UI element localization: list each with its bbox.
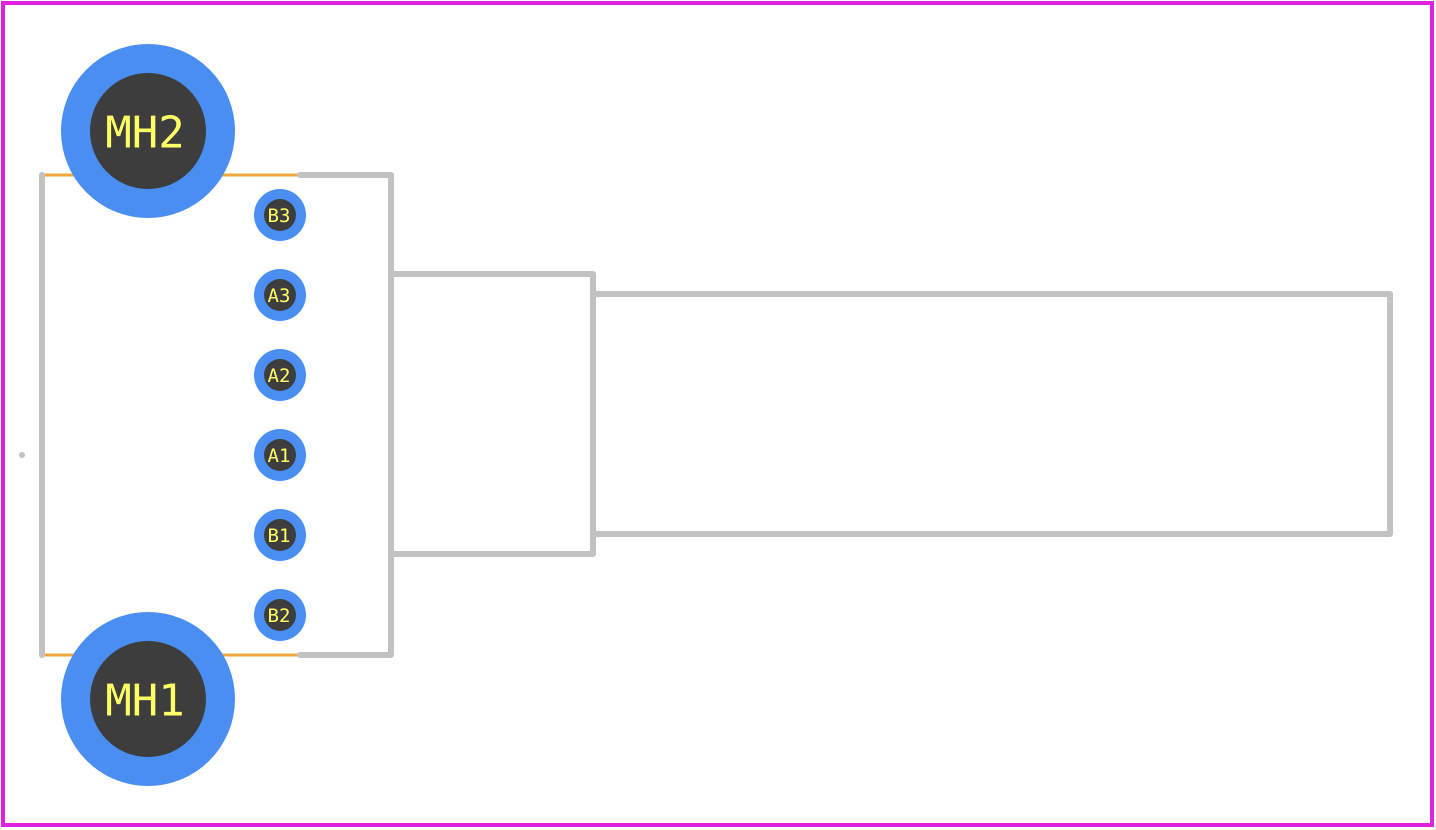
plug-neck-outline (388, 271, 596, 557)
pin-a1[interactable]: A1 (254, 429, 306, 481)
pin-drill (264, 439, 296, 471)
pin-label: B2 (268, 605, 291, 627)
pin-drill (264, 199, 296, 231)
mounting-hole-mh2[interactable]: MH2 (61, 44, 235, 218)
plug-cable-outline (590, 291, 1393, 537)
pin-b2[interactable]: B2 (254, 589, 306, 641)
origin-marker (19, 452, 25, 458)
mounting-hole-label: MH1 (105, 676, 184, 727)
pin-label: A2 (268, 365, 291, 387)
mounting-hole-mh1[interactable]: MH1 (61, 612, 235, 786)
mounting-hole-drill (90, 73, 206, 189)
pin-drill (264, 279, 296, 311)
pin-label: A3 (268, 285, 291, 307)
pin-label: A1 (268, 445, 291, 467)
connector-body-outline (297, 172, 394, 658)
pin-b1[interactable]: B1 (254, 509, 306, 561)
pin-drill (264, 519, 296, 551)
pin-a3[interactable]: A3 (254, 269, 306, 321)
pin-drill (264, 599, 296, 631)
mounting-hole-drill (90, 641, 206, 757)
pin-a2[interactable]: A2 (254, 349, 306, 401)
pin-label: B3 (268, 205, 291, 227)
pin-label: B1 (268, 525, 291, 547)
pin-b3[interactable]: B3 (254, 189, 306, 241)
pin-drill (264, 359, 296, 391)
mounting-hole-label: MH2 (105, 108, 184, 159)
